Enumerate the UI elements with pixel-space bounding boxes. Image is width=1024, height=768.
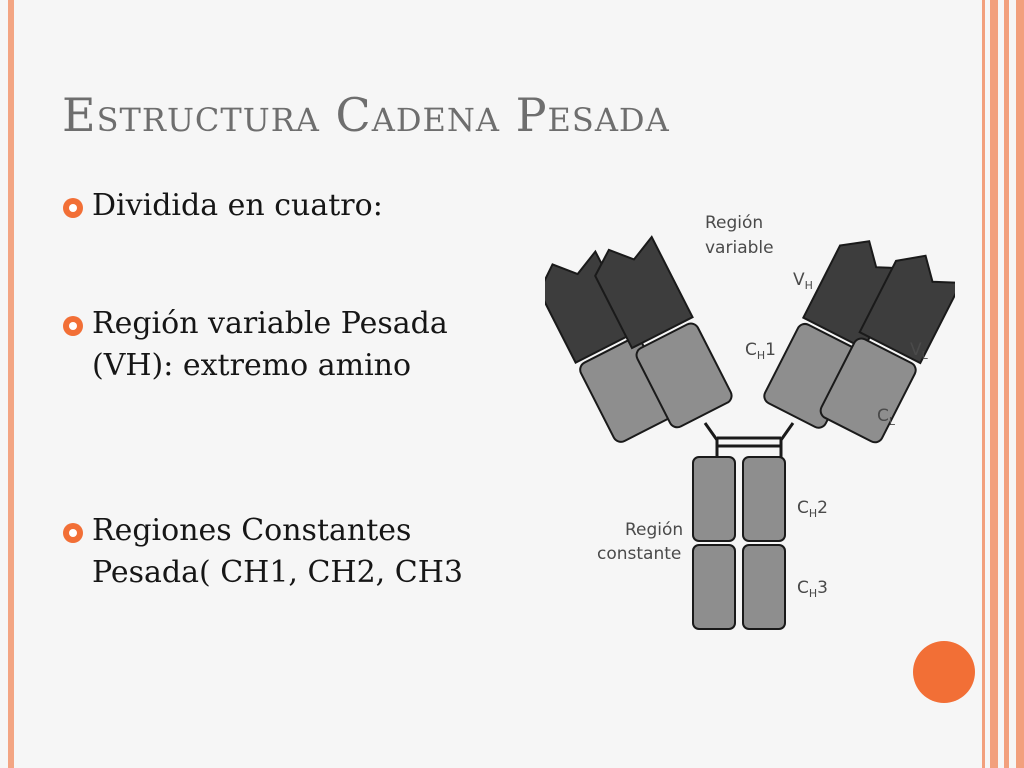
bullet-icon	[63, 316, 83, 336]
bullet-text: Región variable Pesada (VH): extremo ami…	[92, 306, 448, 383]
label-vl: VL	[910, 340, 929, 362]
label-region-constante: constante	[597, 544, 681, 564]
ch1-domain-left	[635, 322, 733, 429]
bullet-icon	[63, 198, 83, 218]
ch3-domain-right	[742, 544, 786, 630]
label-cl: CL	[877, 406, 896, 428]
label-region-variable: Región	[705, 213, 763, 233]
ch2-domain-left	[692, 456, 736, 542]
left-border-decoration	[8, 0, 14, 768]
ch3-domain-left	[692, 544, 736, 630]
slide-title: Estructura Cadena Pesada	[62, 88, 670, 142]
bullet-item: Región variable Pesada (VH): extremo ami…	[62, 303, 522, 387]
cl-domain-right	[819, 337, 917, 444]
vl-domain-left	[545, 249, 638, 364]
label-vh: VH	[793, 270, 813, 292]
hinge-right	[779, 422, 795, 457]
label-region-variable: variable	[705, 238, 774, 258]
bullet-text: Dividida en cuatro:	[92, 188, 383, 223]
hinge-left	[703, 422, 719, 457]
bullet-icon	[63, 523, 83, 543]
bullet-item: Regiones Constantes Pesada( CH1, CH2, CH…	[62, 510, 522, 594]
decorative-orange-circle	[913, 641, 975, 703]
label-ch2: CH2	[797, 498, 828, 520]
vl-domain-right	[858, 254, 955, 365]
label-ch1: CH1	[745, 340, 776, 362]
right-border-decoration	[978, 0, 1024, 768]
vh-domain-left	[594, 235, 694, 350]
ch2-domain-right	[742, 456, 786, 542]
antibody-diagram: Región variable VH VL CH1 CL CH2 CH3 Reg…	[545, 213, 955, 630]
bullet-text: Regiones Constantes Pesada( CH1, CH2, CH…	[92, 513, 463, 590]
bullet-item: Dividida en cuatro:	[62, 185, 383, 227]
label-region-constante: Región	[625, 520, 683, 540]
label-ch3: CH3	[797, 578, 828, 600]
